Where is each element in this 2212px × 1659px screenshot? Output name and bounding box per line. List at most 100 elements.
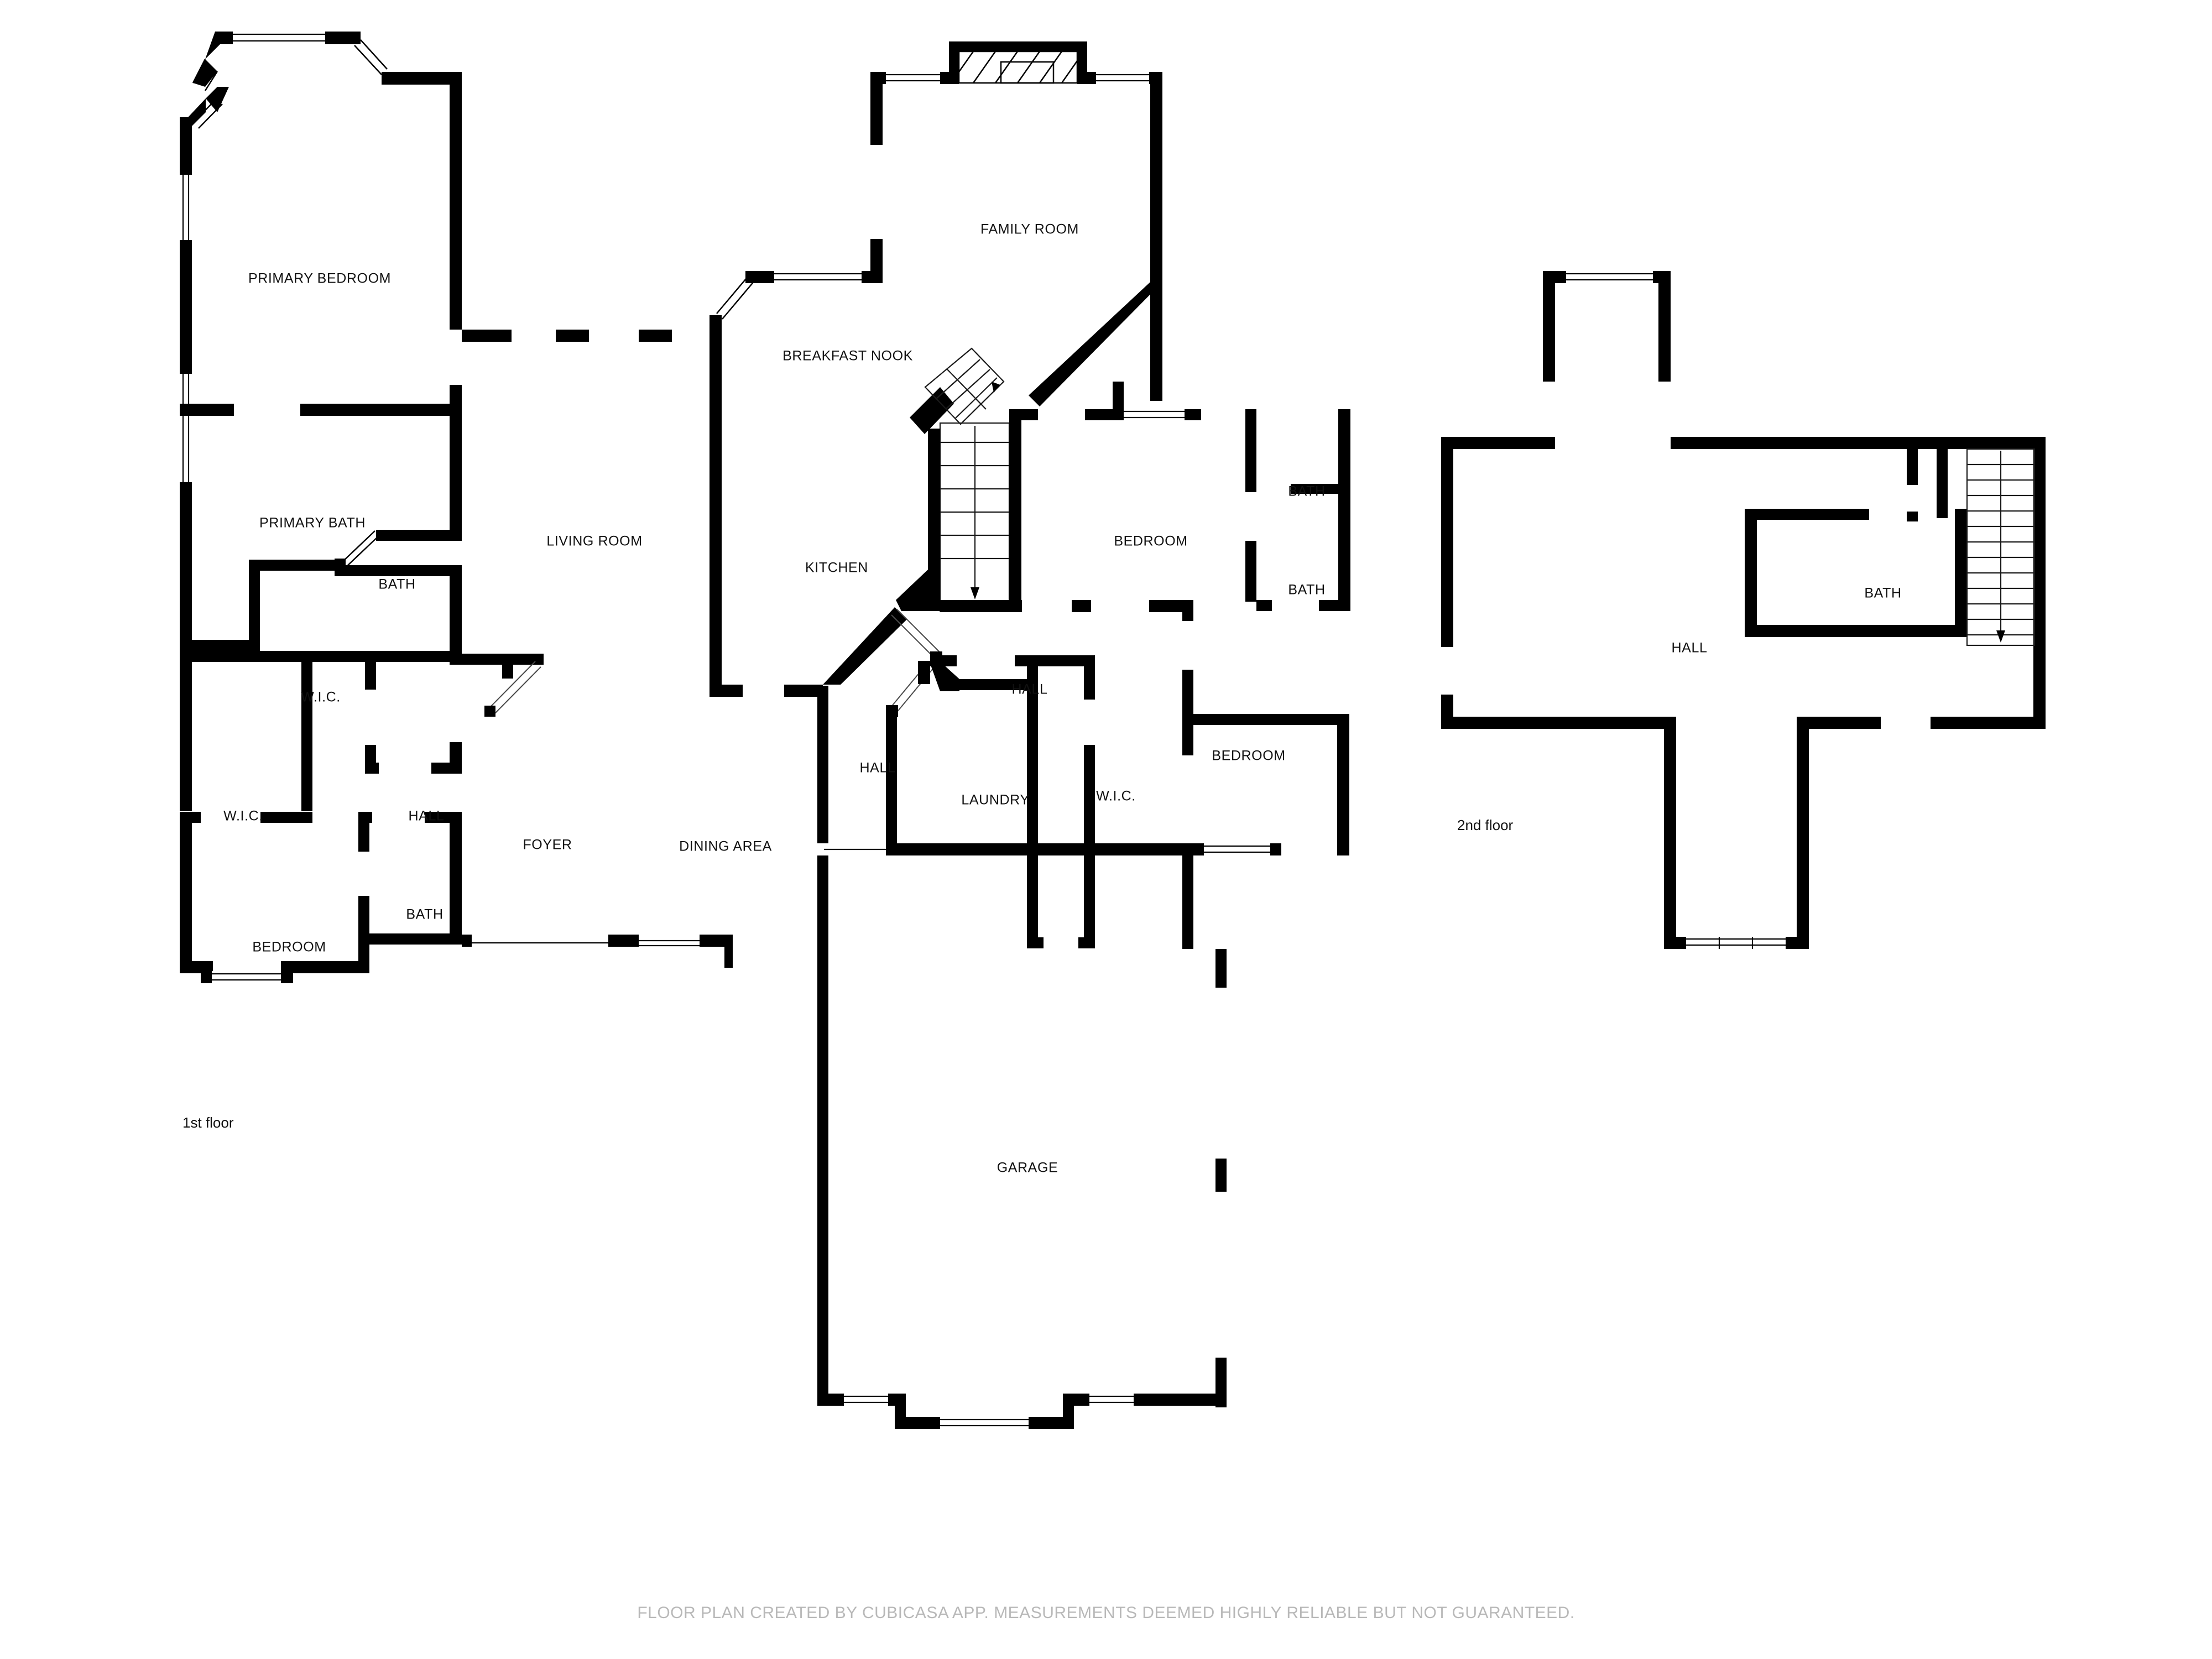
door-opening: [1091, 600, 1149, 612]
wall-segment: [895, 1417, 940, 1429]
wall-segment: [709, 685, 743, 697]
wall-segment: [949, 41, 959, 84]
wall-segment: [1113, 382, 1124, 410]
wall-segment: [450, 72, 462, 330]
window-opening: [1566, 271, 1653, 283]
down-arrow-icon: [1996, 630, 2005, 643]
door-opening: [957, 655, 1015, 666]
door-opening: [1084, 700, 1095, 745]
window-opening: [940, 1417, 1029, 1429]
wall-segment: [301, 651, 312, 811]
door-opening: [372, 812, 425, 823]
wall-segment: [709, 342, 722, 696]
wall-segment: [1029, 1417, 1074, 1429]
window-opening: [886, 72, 940, 84]
wall-segment: [1063, 1394, 1089, 1406]
wall-segment: [180, 961, 207, 973]
wall-diagonal-stairs: [1029, 282, 1162, 406]
wall-segment: [1078, 937, 1095, 948]
wall-segment: [709, 315, 722, 342]
wall-segment: [1185, 409, 1201, 420]
wall-segment: [281, 971, 293, 983]
wall-segment: [180, 482, 192, 643]
wall-segment: [949, 41, 1087, 51]
wall-segment: [365, 662, 376, 690]
door-opening: [589, 330, 639, 342]
wall-segment: [249, 560, 260, 651]
wall-segment: [180, 640, 260, 651]
wall-segment: [1150, 72, 1162, 293]
wall-segment: [1291, 484, 1350, 494]
wall-segment: [201, 971, 212, 983]
wall-segment: [1085, 409, 1113, 420]
wall-segment: [376, 530, 462, 541]
second-floor-room-labels: HALL BATH: [1672, 586, 1901, 656]
wall-segment: [281, 961, 369, 973]
wall-segment: [817, 697, 828, 962]
room-label: PRIMARY BEDROOM: [248, 271, 391, 286]
wall-segment: [784, 685, 823, 697]
wall-segment: [369, 933, 462, 945]
wall-segment: [940, 72, 950, 84]
wall-segment: [1027, 855, 1038, 948]
wall-segment: [1027, 937, 1044, 948]
wall-segment: [180, 117, 192, 126]
wall-segment: [556, 330, 589, 342]
wall-segment: [886, 843, 1027, 855]
footer-disclaimer: FLOOR PLAN CREATED BY CUBICASA APP. MEAS…: [637, 1604, 1575, 1622]
window-opening: [1204, 843, 1270, 855]
room-label: BATH: [1288, 582, 1325, 598]
wall-segment: [1543, 271, 1555, 382]
door-opening: [870, 145, 883, 239]
wall-segment: [1027, 843, 1204, 855]
wall-segment: [1745, 625, 1967, 637]
wall-segment: [1270, 843, 1281, 855]
wall-segment: [365, 763, 379, 774]
wall-segment: [1441, 717, 1676, 729]
wall-segment: [1338, 409, 1350, 603]
wall-segment: [918, 661, 930, 684]
wall-segment: [1245, 541, 1256, 602]
wall-segment: [1150, 279, 1162, 401]
wall-segment: [358, 812, 372, 823]
wall-segment: [462, 330, 512, 342]
door-opening: [379, 763, 431, 774]
door-opening: [1881, 717, 1931, 729]
window-opening: [774, 271, 862, 283]
wall-segment: [335, 565, 462, 576]
wall-segment: [753, 271, 774, 283]
door-opening: [743, 685, 784, 697]
wall-segment: [1182, 855, 1193, 949]
wall-segment: [1215, 1159, 1227, 1192]
wall-segment: [358, 896, 369, 973]
wall-segment: [886, 711, 897, 849]
room-label: BREAKFAST NOOK: [782, 348, 913, 364]
wall-bay-corner: [206, 87, 229, 112]
wall-segment: [2033, 437, 2046, 729]
door-opening: [450, 330, 462, 385]
wall-segment: [450, 416, 462, 535]
wall-segment: [1319, 600, 1350, 611]
door-opening: [1038, 409, 1085, 420]
wall-segment: [870, 239, 883, 283]
room-label: BATH: [406, 907, 443, 922]
room-label: W.I.C.: [1096, 789, 1136, 804]
door-opening: [234, 404, 300, 416]
wall-segment: [412, 651, 462, 662]
door-opening: [1907, 485, 1918, 513]
room-label: HALL: [860, 760, 896, 776]
window-opening: [844, 1394, 888, 1406]
room-label: HALL: [1012, 682, 1048, 697]
down-arrow-icon: [971, 587, 979, 599]
door-opening: [1256, 484, 1291, 494]
wall-segment: [940, 679, 1037, 690]
wall-diagonal: [896, 570, 940, 611]
room-label: BATH: [378, 577, 415, 592]
wall-segment: [1745, 509, 1757, 636]
wall-segment: [1037, 655, 1084, 666]
wall-segment: [450, 742, 462, 774]
door-opening: [1441, 647, 1453, 697]
wall-segment: [1215, 949, 1227, 988]
wall-segment: [325, 32, 343, 44]
